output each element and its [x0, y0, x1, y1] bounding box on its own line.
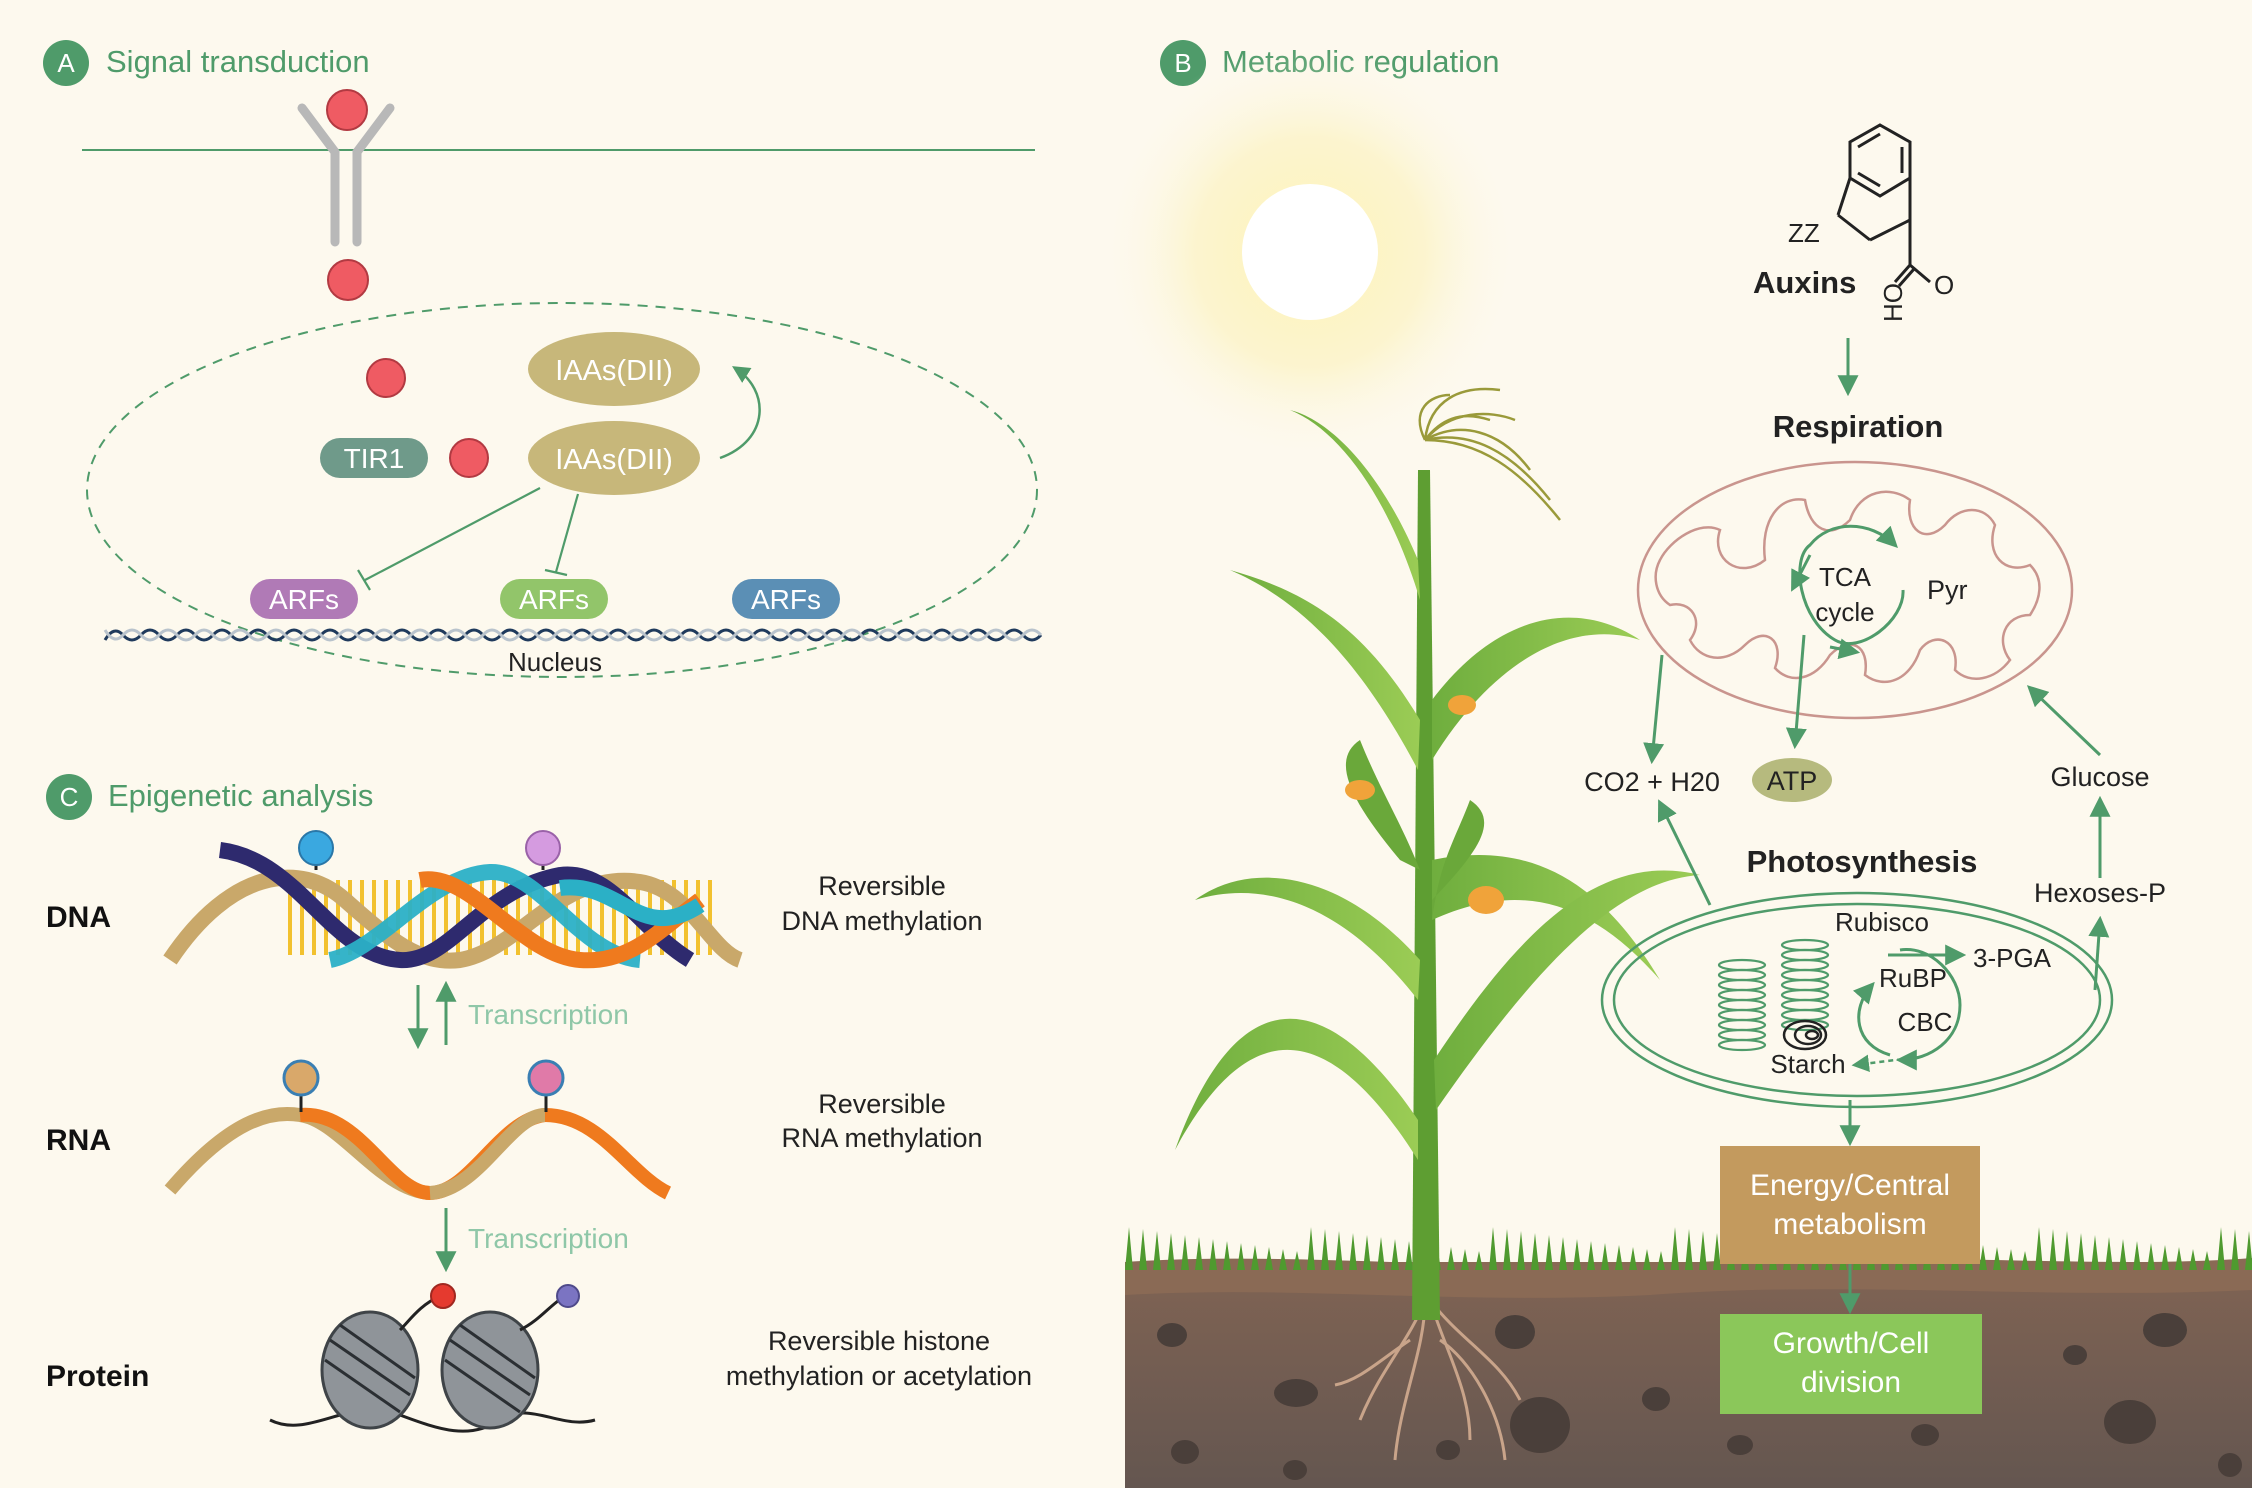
to-atp-arrow: [1785, 634, 1807, 750]
transcription-label-2: Transcription: [468, 1223, 629, 1254]
auxin-molecule-icon: [1836, 123, 1931, 287]
dna-helix-icon: [163, 830, 744, 969]
protein-desc-line2: methylation or acetylation: [726, 1361, 1032, 1391]
panel-a: A Signal transduction IAAs(DII) IAAs(DII…: [43, 40, 1043, 678]
energy-metabolism-box: [1720, 1146, 1980, 1264]
corn-plant-icon: [1175, 387, 1700, 1461]
energy-line1: Energy/Central: [1750, 1169, 1950, 1202]
rna-desc-line1: Reversible: [818, 1089, 946, 1119]
iaa-protein-top: [528, 332, 700, 406]
tca-inner-arrow: [1829, 638, 1861, 660]
thylakoid-stack-icon: [1717, 938, 1830, 1052]
receptor-icon: [297, 103, 395, 247]
tca-label-line2: cycle: [1815, 597, 1874, 627]
arf-purple-label: ARFs: [269, 584, 339, 615]
hexoses-label: Hexoses-P: [2034, 878, 2166, 908]
auxin-ligand-icon: [326, 89, 368, 131]
auxin-ligand-icon: [327, 259, 369, 301]
starch-granule-icon: [1782, 1019, 1828, 1051]
nucleus-label: Nucleus: [508, 647, 602, 677]
inhibition-lines: [357, 487, 580, 591]
badge-c-letter: C: [60, 782, 79, 812]
panel-a-title: Signal transduction: [106, 44, 370, 79]
nucleus-membrane: [86, 302, 1038, 678]
dna-desc-line2: DNA methylation: [781, 906, 982, 936]
nucleosome-icon: [269, 1283, 596, 1433]
chloroplast-icon: [1600, 891, 2114, 1109]
degradation-arrow: [719, 366, 761, 460]
glucose-to-mito-arrow: [2026, 685, 2102, 757]
growth-line1: Growth/Cell: [1773, 1327, 1930, 1360]
rna-desc-line2: RNA methylation: [781, 1123, 982, 1153]
tca-label-line1: TCA: [1819, 562, 1872, 592]
badge-a: [43, 40, 89, 86]
energy-line2: metabolism: [1773, 1208, 1926, 1241]
arf-purple: [250, 579, 358, 619]
panel-c: C Epigenetic analysis DNA RNA Protein Re…: [46, 774, 1032, 1433]
chloroplast-to-co2-arrow: [1657, 799, 1712, 906]
atp-badge: [1752, 758, 1832, 802]
auxin-ligand-icon: [449, 438, 489, 478]
arf-green: [500, 579, 608, 619]
cbc-cycle-arrow: [1853, 981, 1891, 1057]
auxins-label: Auxins: [1753, 265, 1856, 300]
arf-green-label: ARFs: [519, 584, 589, 615]
auxin-ligand-icon: [366, 358, 406, 398]
badge-b: [1160, 40, 1206, 86]
co2-h2o-label: CO2 + H20: [1584, 767, 1720, 797]
tir1-label: TIR1: [344, 443, 405, 474]
cbc-to-starch-arrow: [1851, 1054, 1921, 1072]
panel-b: B Metabolic regulation: [1100, 40, 2252, 1488]
panel-c-title: Epigenetic analysis: [108, 778, 373, 813]
iaa-bottom-label: IAAs(DII): [555, 444, 673, 476]
molecule-zz: ZZ: [1788, 218, 1820, 248]
photosynthesis-title: Photosynthesis: [1747, 844, 1978, 879]
molecule-o: O: [1934, 270, 1954, 300]
protein-desc-line1: Reversible histone: [768, 1326, 990, 1356]
rubp-label: RuBP: [1879, 963, 1947, 993]
mitochondrion-icon: [1636, 460, 2074, 720]
rna-strand-icon: [164, 1059, 672, 1201]
pyr-label: Pyr: [1927, 575, 1968, 605]
cbc-label: CBC: [1898, 1007, 1953, 1037]
dna-row-label: DNA: [46, 901, 111, 934]
badge-a-letter: A: [57, 48, 75, 78]
dna-strand-icon: [103, 628, 1043, 642]
rna-row-label: RNA: [46, 1124, 111, 1157]
arf-blue: [732, 579, 840, 619]
badge-b-letter: B: [1174, 48, 1191, 78]
pga-label: 3-PGA: [1973, 943, 2052, 973]
to-co2-arrow: [1643, 654, 1665, 765]
tca-inner-arrow: [1791, 554, 1812, 592]
dna-desc-line1: Reversible: [818, 871, 946, 901]
rubisco-label: Rubisco: [1835, 907, 1929, 937]
protein-row-label: Protein: [46, 1360, 149, 1393]
atp-label: ATP: [1767, 766, 1818, 796]
soil-ground: [1125, 1227, 2252, 1488]
chloroplast-to-hexoses-arrow: [2088, 915, 2110, 991]
tir1-protein: [320, 438, 428, 478]
starch-label: Starch: [1770, 1049, 1845, 1079]
molecule-ho: HO: [1878, 283, 1908, 322]
badge-c: [46, 774, 92, 820]
transcription-label-1: Transcription: [468, 999, 629, 1030]
sun-icon: [1242, 184, 1378, 320]
iaa-protein-bottom: [528, 421, 700, 495]
arf-blue-label: ARFs: [751, 584, 821, 615]
growth-line2: division: [1801, 1366, 1901, 1399]
growth-division-box: [1720, 1314, 1982, 1414]
respiration-title: Respiration: [1773, 409, 1944, 444]
glucose-label: Glucose: [2050, 762, 2149, 792]
iaa-top-label: IAAs(DII): [555, 355, 673, 387]
